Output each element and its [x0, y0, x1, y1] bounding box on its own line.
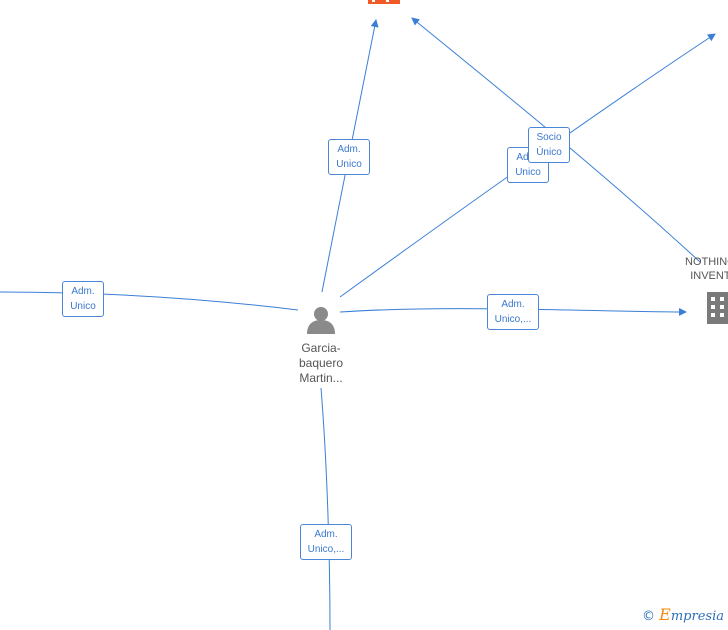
person-label[interactable]: Garcia- baquero Martin... [281, 341, 361, 386]
edge-label-line: Unico [70, 301, 96, 312]
edge-to-left [0, 291, 299, 311]
building-icon-highlighted[interactable] [368, 0, 400, 4]
edge-label-line: Unico [515, 167, 541, 178]
person-label-line: Martin... [299, 371, 343, 385]
edge-label-line: Unico,... [494, 314, 532, 325]
edge-label-line: Único [536, 147, 562, 158]
copyright-icon: © [642, 609, 656, 624]
edge-label-line: Adm. [71, 286, 95, 297]
edge-label-top[interactable]: Adm. Unico [328, 139, 370, 175]
edge-label-line: Unico [336, 159, 362, 170]
edge-label-line: Unico,... [307, 544, 345, 555]
company-label-line: INVENT [690, 270, 728, 282]
person-icon[interactable] [307, 307, 335, 334]
edge-label-socio[interactable]: Socio Único [528, 127, 570, 163]
edge-label-bottom[interactable]: Adm. Unico,... [300, 524, 352, 560]
empresia-logo-text: mpresia [670, 609, 724, 624]
edge-label-line: Adm. [337, 144, 361, 155]
edge-label-left[interactable]: Adm. Unico [62, 281, 104, 317]
person-label-line: baquero [298, 356, 344, 370]
edge-label-line: Adm. [314, 529, 338, 540]
company-label[interactable]: NOTHING INVENT [685, 255, 728, 283]
person-label-line: Garcia- [301, 341, 341, 355]
building-icon[interactable] [707, 292, 728, 324]
edge-label-line: Socio [536, 132, 562, 143]
empresia-watermark[interactable]: © Empresia [642, 605, 724, 624]
empresia-logo-e: E [659, 605, 671, 624]
company-label-line: NOTHING [685, 256, 728, 268]
edge-label-right[interactable]: Adm. Unico,... [487, 294, 539, 330]
edge-label-line: Adm. [501, 299, 525, 310]
edge-to-bottom [320, 387, 331, 630]
